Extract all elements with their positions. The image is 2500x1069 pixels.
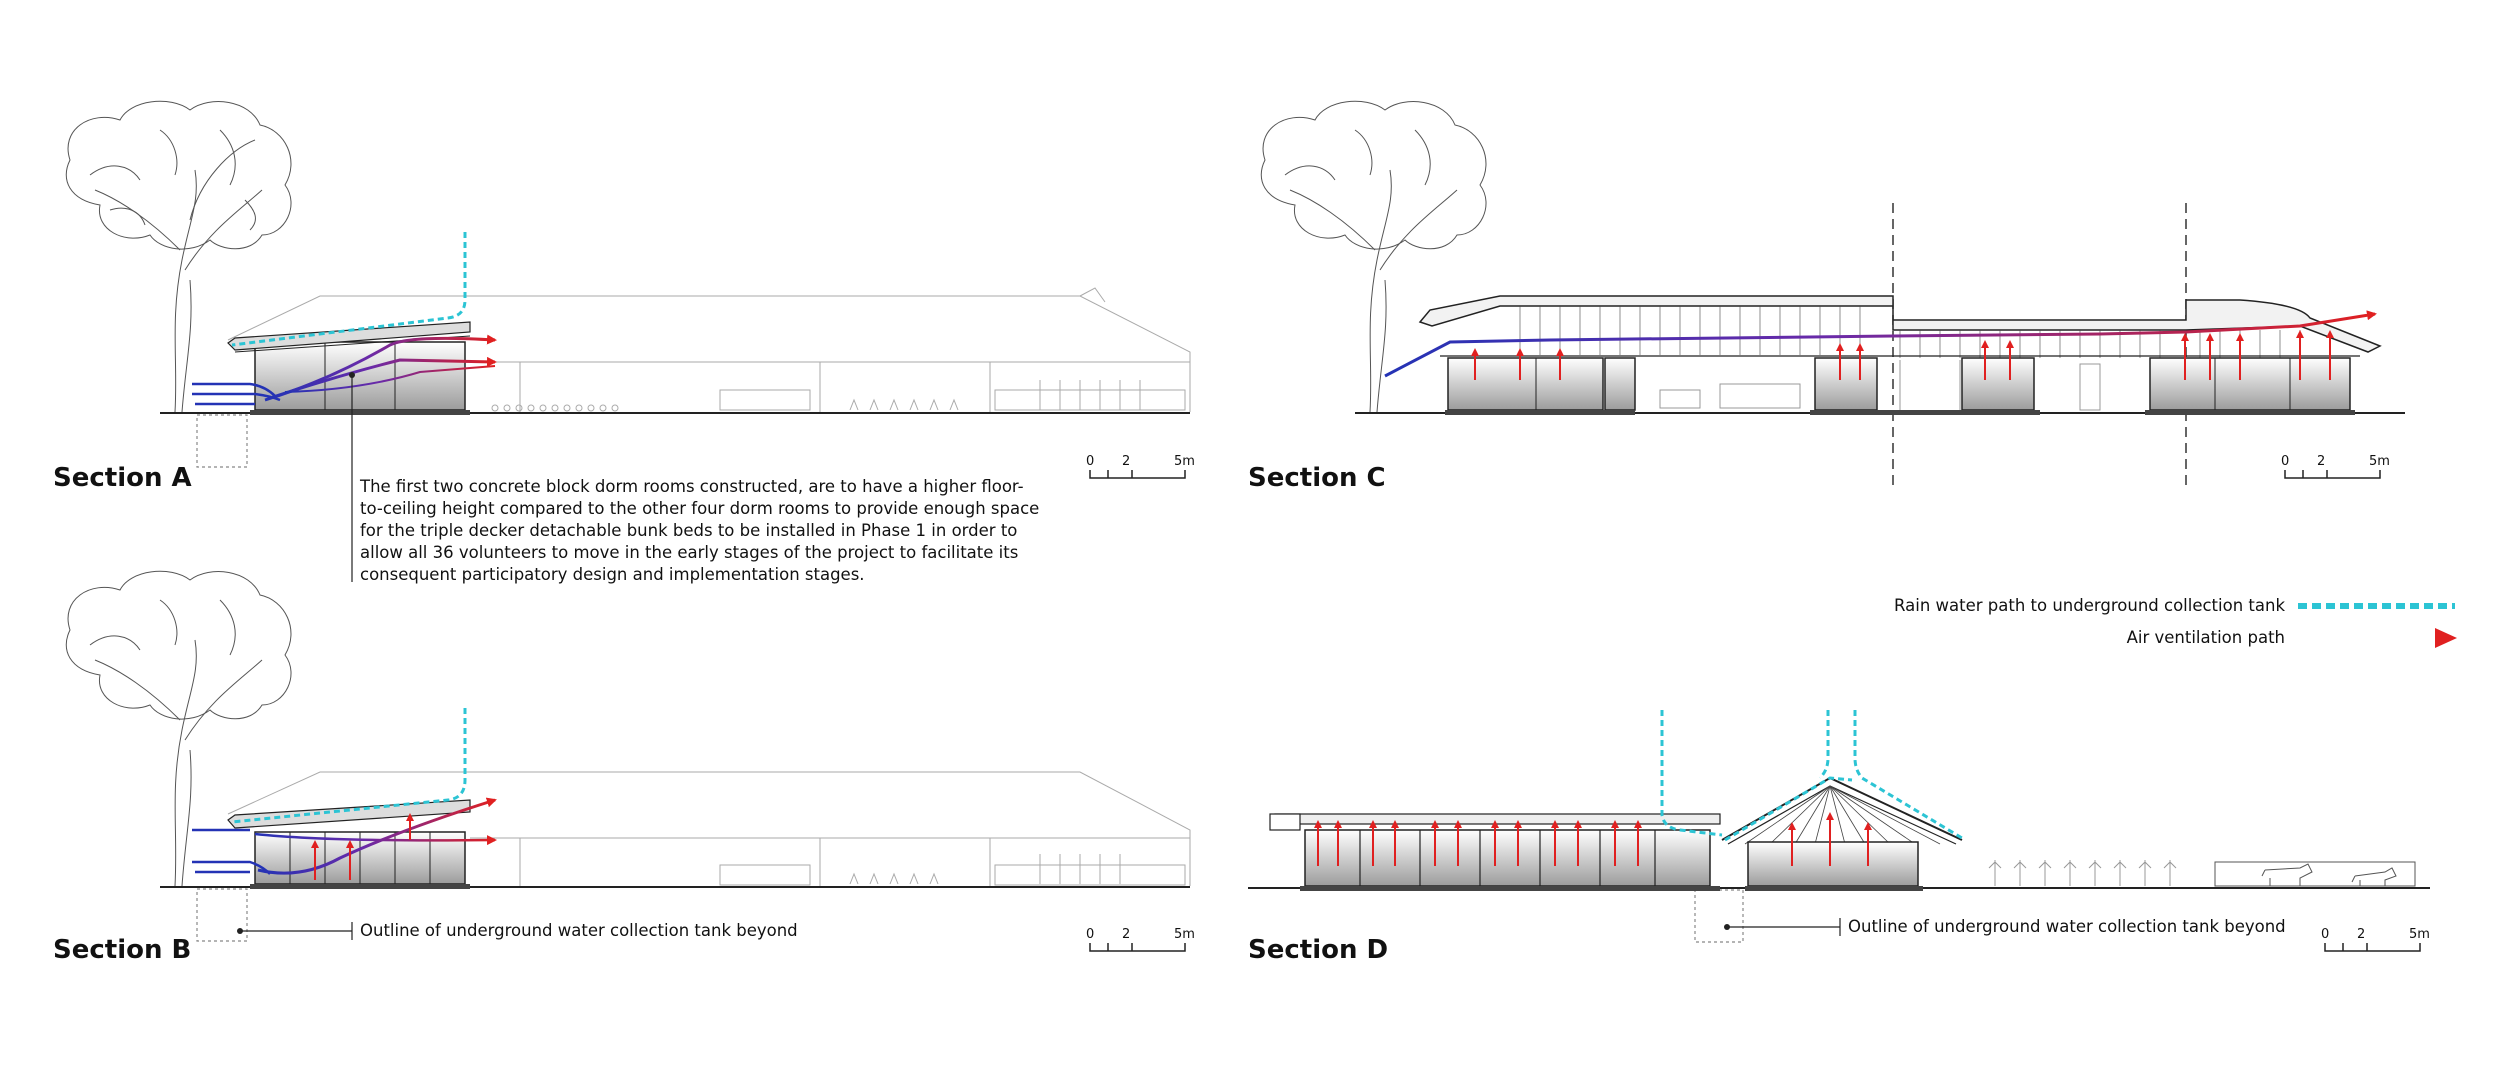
dorm-rooms-note: The first two concrete block dorm rooms …: [360, 476, 1060, 586]
scale-tick: 2: [1122, 927, 1131, 942]
section-a-title: Section A: [53, 463, 192, 493]
scale-bar-a: 0 2 5m: [1086, 454, 1206, 470]
scale-bar-b: 0 2 5m: [1086, 927, 1206, 943]
note-line: allow all 36 volunteers to move in the e…: [360, 543, 1019, 562]
scale-bar-icon: [1089, 470, 2421, 952]
scale-tick: 2: [1122, 454, 1131, 469]
cow-icon: [2351, 867, 2397, 886]
scale-tick: 2: [2357, 927, 2366, 942]
section-d-drawing: [1248, 710, 2430, 943]
scale-bar-d: 0 2 5m: [2321, 927, 2441, 943]
tree-icon: [1260, 100, 1487, 413]
cow-icon: [2261, 863, 2313, 886]
scale-tick: 0: [2321, 927, 2330, 942]
tree-icon: [65, 100, 292, 413]
legend-rain-label: Rain water path to underground collectio…: [1894, 596, 2285, 615]
note-line: consequent participatory design and impl…: [360, 565, 865, 584]
note-line: The first two concrete block dorm rooms …: [360, 477, 1024, 496]
scale-tick: 0: [1086, 927, 1095, 942]
scale-tick: 5m: [1174, 927, 1195, 942]
section-a-drawing: [65, 100, 1191, 582]
scale-tick: 5m: [1174, 454, 1195, 469]
section-d-title: Section D: [1248, 935, 1389, 965]
note-line: to-ceiling height compared to the other …: [360, 499, 1040, 518]
tree-icon: [65, 570, 292, 887]
section-b-title: Section B: [53, 935, 192, 965]
scale-bar-c: 0 2 5m: [2281, 454, 2401, 470]
scale-tick: 0: [2281, 454, 2290, 469]
scale-tick: 5m: [2369, 454, 2390, 469]
scale-tick: 5m: [2409, 927, 2430, 942]
scale-tick: 0: [1086, 454, 1095, 469]
note-line: for the triple decker detachable bunk be…: [360, 521, 1018, 540]
section-c-title: Section C: [1248, 463, 1386, 493]
section-b-drawing: [65, 570, 1191, 942]
legend-air-label: Air ventilation path: [2126, 628, 2285, 647]
scale-tick: 2: [2317, 454, 2326, 469]
tank-note-b: Outline of underground water collection …: [360, 921, 798, 940]
section-c-drawing: [1260, 100, 2405, 490]
tank-note-d: Outline of underground water collection …: [1848, 917, 2286, 936]
